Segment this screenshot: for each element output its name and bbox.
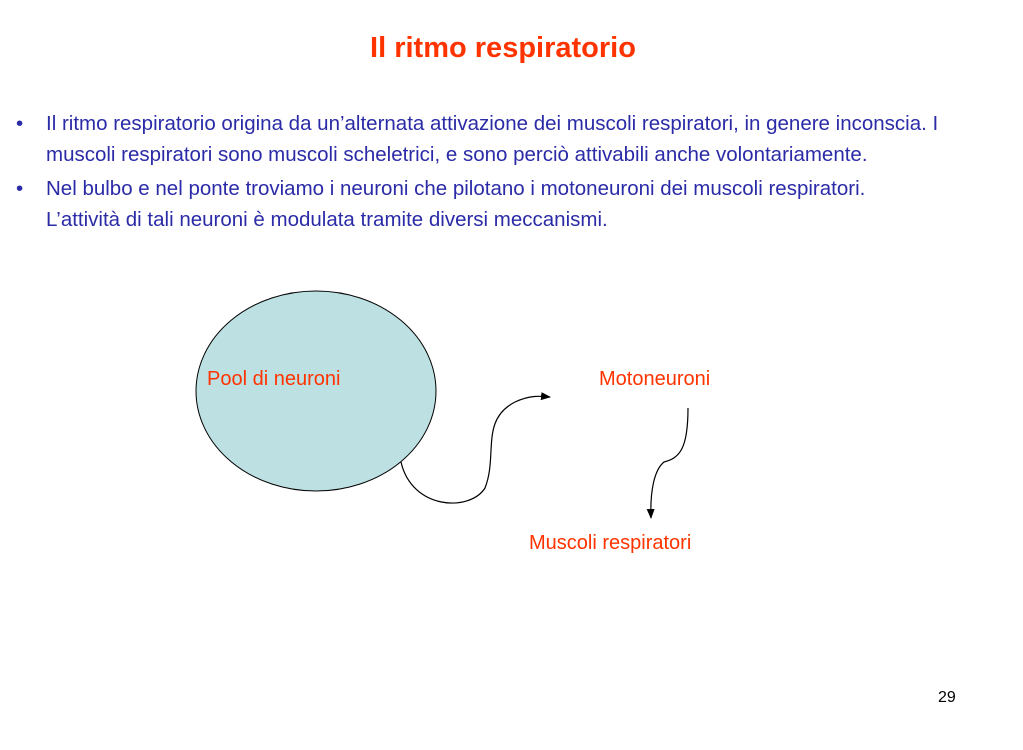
- motoneuroni-label: Motoneuroni: [599, 368, 711, 390]
- neuron-pool-ellipse: [195, 290, 437, 492]
- motoneuroni-to-muscoli-arrow: [646, 407, 689, 519]
- pool-label: Pool di neuroni: [207, 368, 341, 390]
- bullet-item: • Il ritmo respiratorio origina da un’al…: [16, 108, 941, 170]
- bullet-marker: •: [16, 177, 24, 200]
- muscoli-label: Muscoli respiratori: [529, 532, 692, 554]
- pool-to-motoneuroni-arrow: [400, 392, 551, 504]
- bullet-list: • Il ritmo respiratorio origina da un’al…: [16, 108, 941, 238]
- slide-title: Il ritmo respiratorio: [370, 32, 636, 64]
- bullet-text: Nel bulbo e nel ponte troviamo i neuroni…: [46, 177, 866, 231]
- bullet-item: • Nel bulbo e nel ponte troviamo i neuro…: [16, 173, 941, 235]
- bullet-text: Il ritmo respiratorio origina da un’alte…: [46, 112, 939, 166]
- page-number: 29: [938, 689, 956, 706]
- bullet-marker: •: [16, 112, 24, 135]
